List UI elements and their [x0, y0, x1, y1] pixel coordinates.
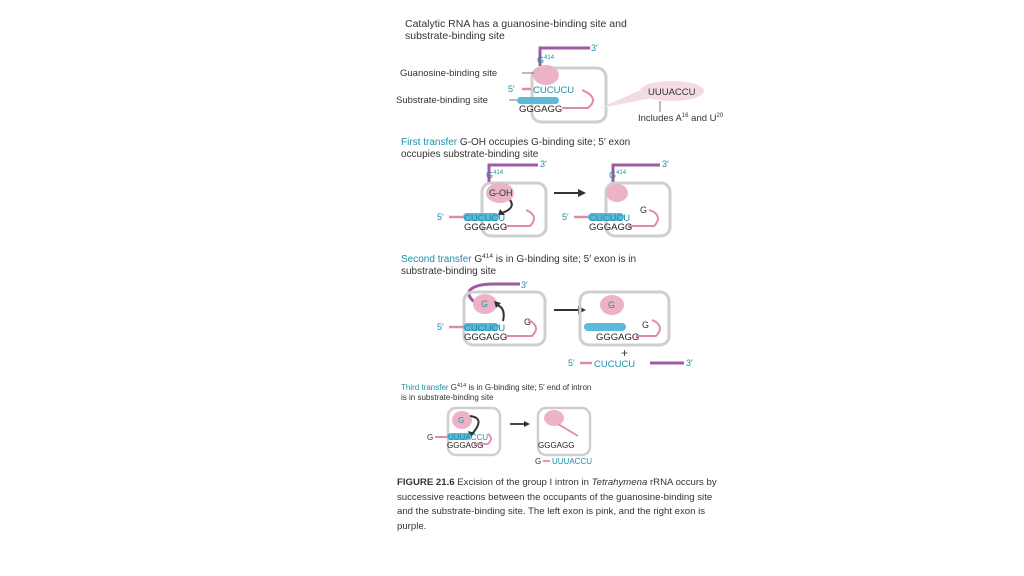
attack-arrow-1 [501, 199, 513, 214]
g414-left: G414 [486, 170, 504, 180]
sequence-cucucu: CUCUCU [533, 85, 574, 96]
pink-loop-right [628, 209, 659, 227]
uuuaccu-p4-product: UUUACCU [552, 457, 592, 466]
g-oh-label: G-OH [489, 188, 513, 198]
g-p4-left: G [458, 416, 464, 425]
figure-caption: FIGURE 21.6 Excision of the group I intr… [397, 476, 717, 534]
cucucu-left: CUCUCU [464, 213, 505, 224]
callout-sequence: UUUACCU [648, 87, 696, 98]
five-prime-product: 5′ [568, 358, 575, 368]
right-exon-strand-right [611, 163, 660, 183]
g-intron-end: G [640, 205, 647, 215]
caption-text-2: rRNA occurs by successive reactions betw… [397, 477, 717, 532]
attack-arrowhead-2 [494, 301, 501, 308]
substrate-bar-p3-left [463, 323, 499, 331]
right-exon-loop-left [467, 282, 520, 305]
g414-right: G414 [609, 170, 627, 180]
substrate-bar-p4-left [447, 433, 471, 440]
attack-arrow-2 [496, 304, 505, 322]
three-prime-product: 3′ [686, 358, 693, 368]
panel-1: Catalytic RNA has a guanosine-binding si… [396, 18, 724, 124]
panel-3-title-line-2: substrate-binding site [401, 266, 496, 277]
panel-3-title-line-1: Second transfer G414 is in G-binding sit… [401, 253, 636, 265]
g-site-p3-right [600, 295, 624, 315]
panel-2: First transfer G-OH occupies G-binding s… [401, 137, 672, 238]
three-prime-left: 3′ [540, 159, 547, 169]
intron-box [530, 66, 608, 124]
g-p3-right-end: G [642, 320, 649, 330]
panel-2-title-line-2: occupies substrate-binding site [401, 149, 539, 160]
g-site-p4-right [544, 410, 564, 426]
intron-box-p3-right [578, 290, 671, 347]
caption-label: FIGURE 21.6 [397, 477, 455, 488]
callout-wedge [600, 86, 652, 108]
pink-loop-p4-left [474, 433, 492, 445]
guanosine-binding-site [533, 65, 559, 85]
attack-arrow-3 [469, 415, 480, 435]
plus-sign: + [621, 346, 628, 360]
panel-4-title-line-1: Third transfer G414 is in G-binding site… [401, 383, 591, 392]
three-prime-label: 3′ [591, 43, 598, 53]
sequence-gggagg: GGGAGG [519, 104, 562, 115]
cucucu-product: CUCUCU [594, 359, 635, 370]
g-site-right [606, 184, 628, 202]
right-exon-strand-left [487, 163, 538, 183]
panel-3: Second transfer G414 is in G-binding sit… [401, 253, 693, 370]
gggagg-p4-right: GGGAGG [538, 441, 574, 450]
g-oh-site [486, 183, 514, 203]
panel-4: Third transfer G414 is in G-binding site… [401, 383, 592, 466]
gggagg-right: GGGAGG [589, 222, 632, 233]
five-prime-label: 5′ [508, 84, 515, 94]
intron-box-right [604, 181, 672, 238]
right-exon-strand [538, 46, 590, 66]
substrate-bar-p3-right [584, 323, 626, 331]
callout-bubble [640, 81, 704, 101]
intron-box-p3-left [462, 290, 547, 347]
reaction-arrowhead-3 [524, 421, 530, 427]
g-p4-left-start: G [427, 433, 433, 442]
attack-arrowhead-1 [498, 209, 505, 215]
three-prime-p3: 3′ [521, 280, 528, 290]
gggagg-p3-left: GGGAGG [464, 332, 507, 343]
gggagg-p4-left: GGGAGG [447, 441, 483, 450]
substrate-bar-left [463, 213, 499, 221]
pink-loop [562, 89, 594, 109]
g-site-p3-left [473, 294, 497, 314]
caption-text-1: Excision of the group I intron in [454, 477, 592, 488]
g-p3-left: G [481, 299, 488, 309]
g-p3-left-end: G [524, 317, 531, 327]
g-p4-product: G [535, 457, 541, 466]
substrate-binding-site [517, 97, 559, 104]
includes-a16-u20: Includes A16 and U20 [638, 113, 724, 124]
substrate-bar-right [588, 213, 624, 221]
pink-loop-p3-right [636, 319, 661, 337]
pink-loop-left [505, 209, 535, 227]
g-site-p4-left [452, 411, 472, 429]
gggagg-left: GGGAGG [464, 222, 507, 233]
g-p3-right: G [608, 300, 615, 310]
intron-box-left [480, 181, 548, 238]
uuuaccu-p4-left: UUUACCU [448, 433, 488, 442]
intron-box-p4-right [536, 406, 592, 457]
five-prime-right: 5′ [562, 212, 569, 222]
cucucu-p3-left: CUCUCU [464, 323, 505, 334]
reaction-arrowhead-1 [578, 189, 586, 197]
five-prime-left: 5′ [437, 212, 444, 222]
five-prime-p3: 5′ [437, 322, 444, 332]
panel-1-title-line-1: Catalytic RNA has a guanosine-binding si… [405, 18, 627, 30]
panel-1-title-line-2: substrate-binding site [405, 30, 505, 42]
panel-4-title-line-2: is in substrate-binding site [401, 393, 494, 402]
pink-loop-p3-left [505, 319, 537, 337]
cucucu-right: CUCUCU [589, 213, 630, 224]
intron-box-p4-left [446, 406, 502, 457]
gggagg-p3-right: GGGAGG [596, 332, 639, 343]
guanosine-binding-site-label: Guanosine-binding site [400, 68, 497, 79]
three-prime-right: 3′ [662, 159, 669, 169]
pink-loop-p4-right [557, 423, 579, 437]
g414-label: G414 [537, 55, 555, 65]
substrate-binding-site-label: Substrate-binding site [396, 95, 488, 106]
panel-2-title-line-1: First transfer G-OH occupies G-binding s… [401, 137, 630, 148]
caption-species: Tetrahymena [591, 477, 648, 488]
